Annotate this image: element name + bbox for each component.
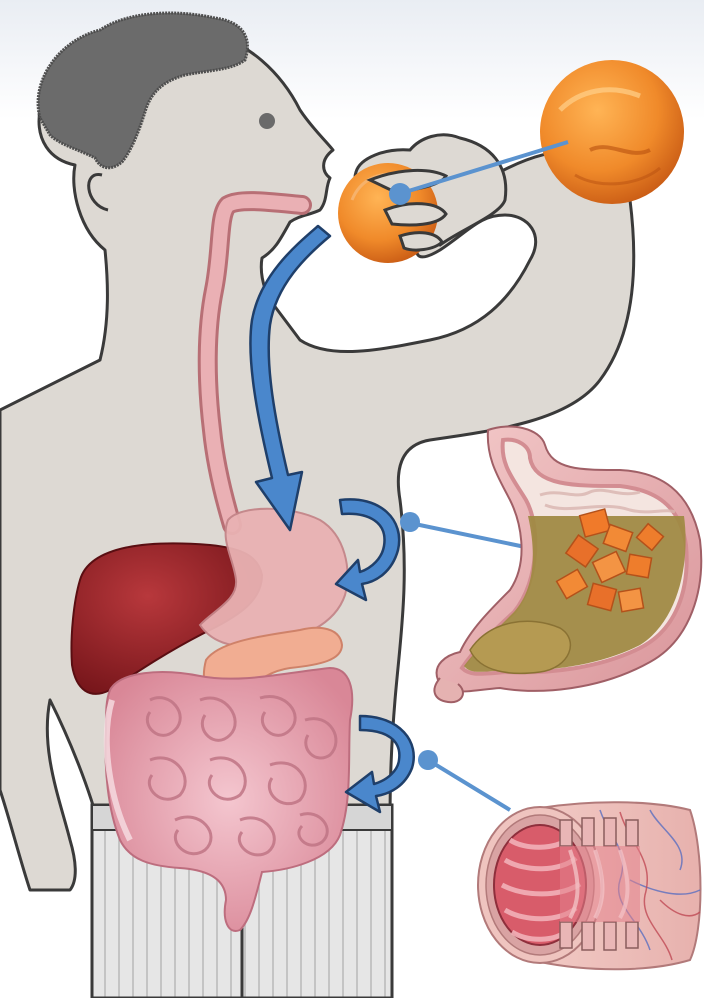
intestine-cross-section bbox=[478, 802, 701, 969]
food-in-hand bbox=[338, 163, 446, 263]
food-ball-icon bbox=[540, 60, 684, 204]
food-closeup bbox=[540, 60, 684, 204]
eye bbox=[259, 113, 275, 129]
